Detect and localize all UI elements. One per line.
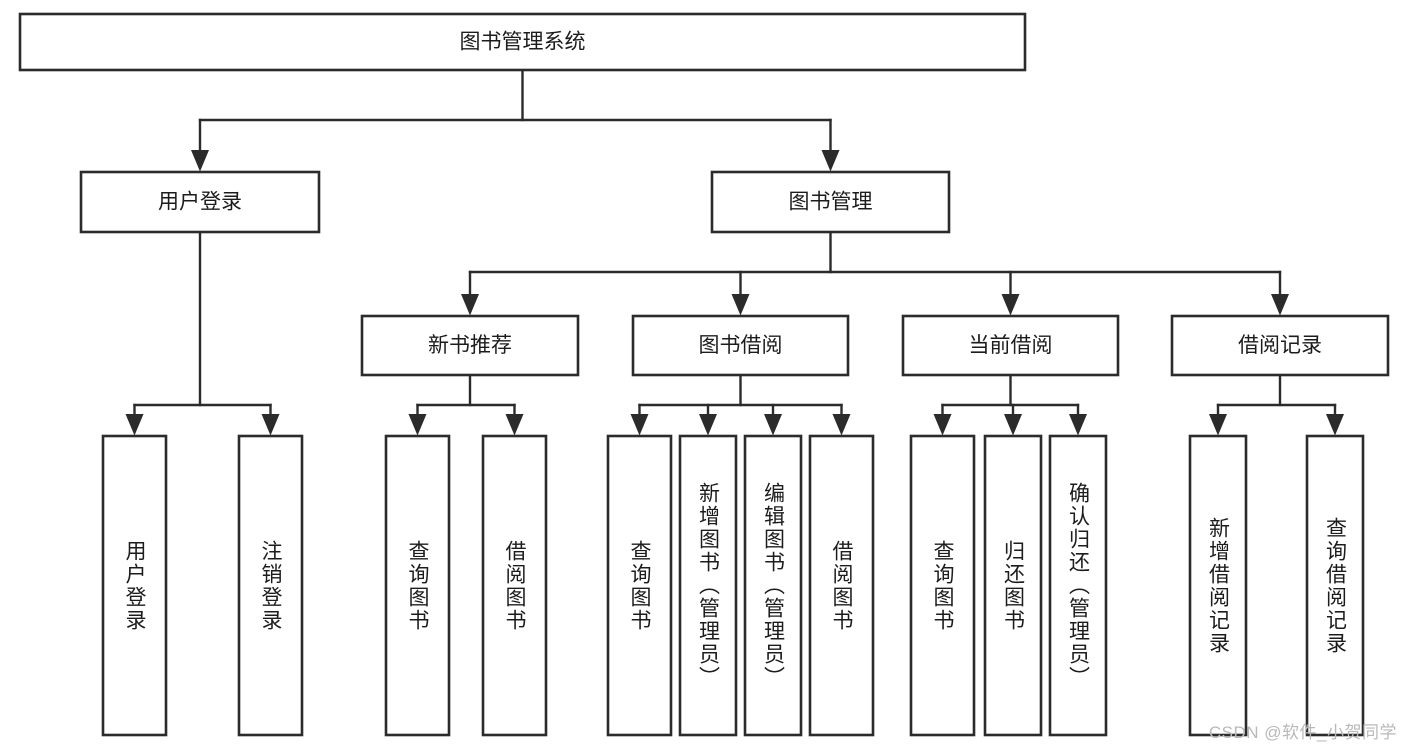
node-label: 用户登录 <box>158 191 242 214</box>
node-box <box>743 434 803 737</box>
node-leaf-add-record[interactable] <box>1188 434 1248 737</box>
node-leaf-query-record[interactable] <box>1305 434 1365 737</box>
node-user-login[interactable]: 用户登录 <box>79 170 321 234</box>
node-leaf-return-book[interactable] <box>983 434 1043 737</box>
node-box <box>237 434 304 737</box>
node-current-borrow[interactable]: 当前借阅 <box>901 314 1120 377</box>
node-leaf-borrow-book-1[interactable] <box>481 434 548 737</box>
node-box <box>481 434 548 737</box>
connector-group <box>461 230 1289 316</box>
node-box <box>983 434 1043 737</box>
node-box <box>606 434 673 737</box>
node-box <box>710 170 951 234</box>
connector-group <box>933 373 1087 436</box>
node-box <box>1188 434 1248 737</box>
node-leaf-logout[interactable] <box>237 434 304 737</box>
node-leaf-query-book-1[interactable] <box>384 434 451 737</box>
node-box <box>18 12 1027 72</box>
node-leaf-query-book-3[interactable] <box>909 434 976 737</box>
node-root[interactable]: 图书管理系统 <box>18 12 1027 72</box>
connector-group <box>408 373 524 436</box>
node-leaf-query-book-2[interactable] <box>606 434 673 737</box>
node-leaf-confirm-return[interactable] <box>1048 434 1108 737</box>
node-box <box>631 314 850 377</box>
node-box <box>360 314 580 377</box>
node-label: 借阅记录 <box>1238 334 1322 357</box>
connector-group <box>630 373 851 436</box>
node-box <box>101 434 168 737</box>
node-leaf-edit-book[interactable] <box>743 434 803 737</box>
node-leaf-user-login[interactable] <box>101 434 168 737</box>
node-box <box>909 434 976 737</box>
node-book-borrow[interactable]: 图书借阅 <box>631 314 850 377</box>
connector-layer <box>125 68 1344 436</box>
node-box <box>808 434 875 737</box>
node-label: 当前借阅 <box>969 334 1053 357</box>
node-label: 图书管理 <box>789 191 873 214</box>
connector-group <box>1209 373 1344 436</box>
node-label: 图书借阅 <box>699 334 783 357</box>
node-box <box>901 314 1120 377</box>
node-label: 新书推荐 <box>428 334 512 357</box>
connector-group <box>191 68 840 172</box>
node-borrow-record[interactable]: 借阅记录 <box>1170 314 1390 377</box>
node-box <box>79 170 321 234</box>
connector-group <box>125 230 280 436</box>
node-label: 图书管理系统 <box>460 31 586 54</box>
node-new-book-rec[interactable]: 新书推荐 <box>360 314 580 377</box>
watermark-text: CSDN @软件_小贺同学 <box>1208 723 1397 742</box>
node-leaf-add-book[interactable] <box>678 434 738 737</box>
node-box <box>1305 434 1365 737</box>
node-box <box>384 434 451 737</box>
node-box <box>678 434 738 737</box>
node-box <box>1170 314 1390 377</box>
node-book-manage[interactable]: 图书管理 <box>710 170 951 234</box>
node-leaf-borrow-book-2[interactable] <box>808 434 875 737</box>
node-box <box>1048 434 1108 737</box>
